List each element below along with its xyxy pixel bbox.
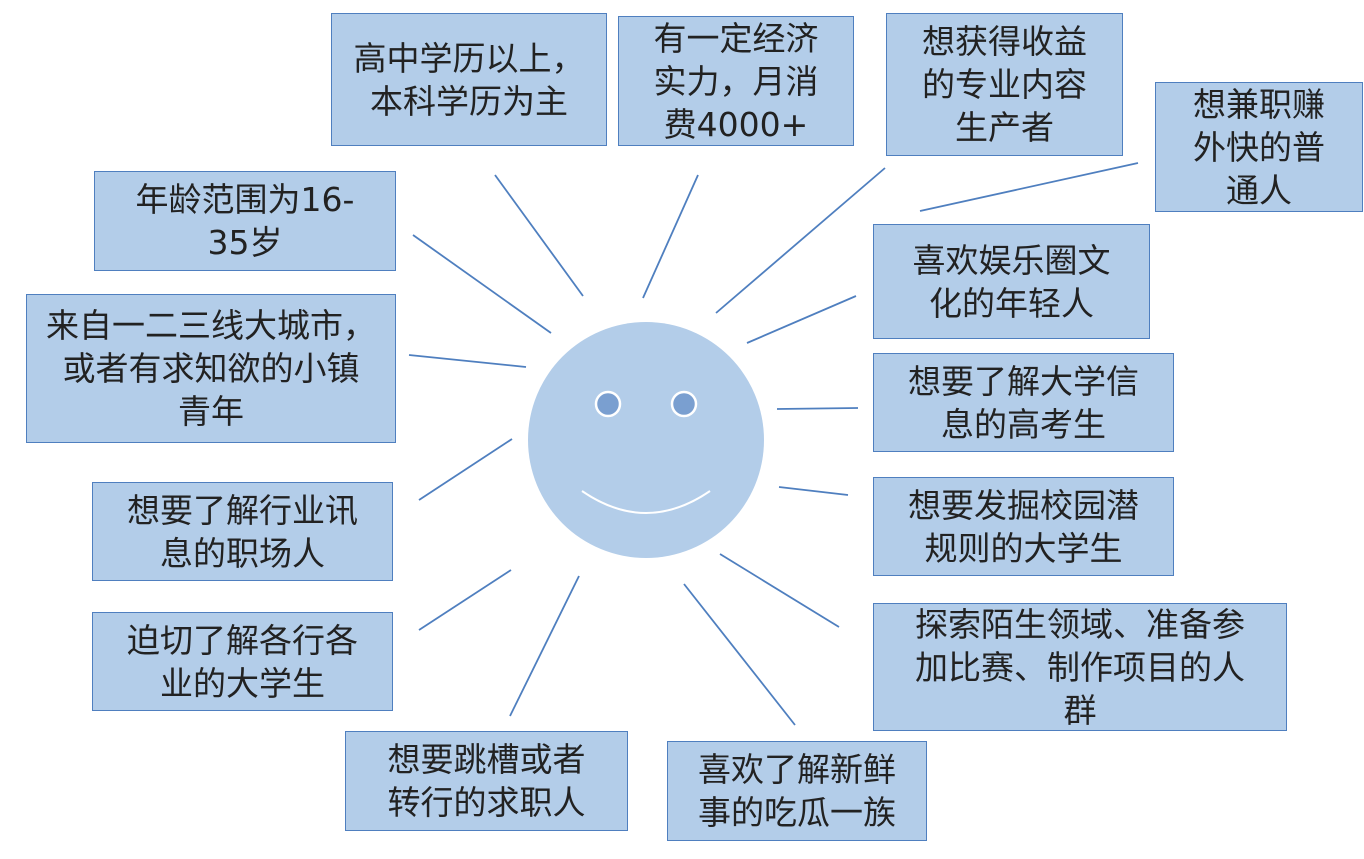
- box-text-line: 生产者: [955, 108, 1054, 147]
- box-text-line: 年龄范围为16-: [135, 180, 355, 219]
- box-text-line: 事的吃瓜一族: [698, 793, 896, 832]
- box-text: 想要了解大学信息的高考生: [908, 360, 1139, 446]
- box-text-line: 喜欢娱乐圈文: [912, 240, 1111, 280]
- box-education: 高中学历以上，本科学历为主: [331, 13, 607, 146]
- ray-income: [642, 174, 699, 299]
- box-text-line: 化的年轻人: [929, 283, 1094, 323]
- box-text-line: 费4000+: [663, 104, 809, 144]
- box-text-line: 高中学历以上，: [353, 38, 585, 78]
- box-text: 来自一二三线大城市， 或者有求知欲的小镇青年: [46, 304, 376, 433]
- box-text-line: 35岁: [207, 223, 283, 262]
- box-text: 想要跳槽或者转行的求职人: [388, 738, 586, 824]
- box-text-line: 群: [1063, 690, 1097, 730]
- mouth-arc: [581, 490, 711, 514]
- box-text: 探索陌生领域、准备参加比赛、制作项目的人群: [915, 604, 1245, 730]
- box-text: 喜欢了解新鲜事的吃瓜一族: [698, 748, 896, 834]
- box-text-line: 想要发掘校园潜: [908, 485, 1139, 525]
- box-text-line: 有一定经济: [653, 18, 819, 58]
- box-explore: 探索陌生领域、准备参加比赛、制作项目的人群: [873, 603, 1287, 731]
- ray-education: [494, 174, 584, 297]
- box-text-line: 息的高考生: [941, 404, 1106, 444]
- box-text-line: 外快的普: [1193, 127, 1325, 167]
- box-campus: 想要发掘校园潜规则的大学生: [873, 477, 1174, 576]
- box-text-line: 本科学历为主: [370, 81, 568, 121]
- ray-industries-student: [418, 569, 512, 631]
- box-text: 喜欢娱乐圈文化的年轻人: [913, 239, 1111, 325]
- box-text-line: 或者有求知欲的小镇: [62, 349, 360, 388]
- box-text-line: 通人: [1226, 170, 1292, 210]
- box-text: 高中学历以上，本科学历为主: [354, 37, 585, 123]
- face-circle: [528, 322, 764, 558]
- ray-age: [412, 234, 552, 334]
- ray-entertainment: [746, 295, 857, 344]
- ray-content-producer: [715, 167, 886, 314]
- box-city: 来自一二三线大城市， 或者有求知欲的小镇青年: [26, 294, 396, 443]
- box-text: 想要发掘校园潜规则的大学生: [908, 484, 1139, 570]
- box-text: 年龄范围为16- 35岁: [136, 178, 355, 264]
- box-entertainment: 喜欢娱乐圈文化的年轻人: [873, 224, 1150, 339]
- box-industries-student: 迫切了解各行各业的大学生: [92, 612, 393, 711]
- box-text-line: 青年: [178, 392, 244, 431]
- box-text-line: 的专业内容: [922, 65, 1087, 104]
- box-text-line: 迫切了解各行各: [127, 620, 358, 660]
- box-text-line: 想要了解行业讯: [127, 490, 358, 530]
- ray-side-income: [919, 162, 1139, 212]
- box-text-line: 实力，月消: [653, 61, 819, 101]
- box-text-line: 转行的求职人: [387, 783, 586, 822]
- ray-job-change: [509, 575, 580, 717]
- box-side-income: 想兼职赚外快的普通人: [1155, 82, 1363, 212]
- box-text: 想兼职赚外快的普通人: [1193, 83, 1325, 211]
- box-gaokao: 想要了解大学信息的高考生: [873, 353, 1174, 452]
- box-text-line: 想要跳槽或者: [387, 740, 586, 779]
- box-text-line: 业的大学生: [160, 663, 325, 703]
- ray-explore: [719, 553, 840, 628]
- box-text: 迫切了解各行各业的大学生: [127, 619, 358, 705]
- rays: [408, 162, 1139, 726]
- ray-industry-news: [418, 438, 513, 501]
- box-content-producer: 想获得收益的专业内容生产者: [886, 13, 1123, 156]
- box-text-line: 想兼职赚: [1193, 84, 1325, 124]
- right-eye: [670, 390, 698, 418]
- box-age: 年龄范围为16- 35岁: [94, 171, 396, 271]
- box-text-line: 想要了解大学信: [908, 361, 1139, 401]
- ray-gossip: [683, 583, 796, 726]
- box-text-line: 规则的大学生: [924, 528, 1123, 568]
- box-text-line: 来自一二三线大城市，: [46, 306, 376, 345]
- box-text: 想获得收益的专业内容生产者: [922, 20, 1087, 149]
- left-eye: [594, 390, 622, 418]
- ray-gaokao: [776, 407, 859, 410]
- box-gossip: 喜欢了解新鲜事的吃瓜一族: [667, 741, 927, 841]
- box-income: 有一定经济实力，月消费4000+: [618, 16, 854, 146]
- smiley-face-icon: [528, 322, 764, 558]
- box-text: 有一定经济实力，月消费4000+: [653, 17, 819, 145]
- box-text-line: 探索陌生领域、准备参: [915, 604, 1245, 644]
- box-text-line: 加比赛、制作项目的人: [915, 647, 1245, 687]
- box-text: 想要了解行业讯息的职场人: [127, 489, 358, 575]
- box-text-line: 息的职场人: [160, 533, 325, 573]
- box-industry-news: 想要了解行业讯息的职场人: [92, 482, 393, 581]
- box-job-change: 想要跳槽或者转行的求职人: [345, 731, 628, 831]
- box-text-line: 想获得收益: [922, 22, 1087, 61]
- ray-campus: [778, 486, 849, 496]
- ray-city: [408, 354, 527, 368]
- box-text-line: 喜欢了解新鲜: [698, 750, 896, 789]
